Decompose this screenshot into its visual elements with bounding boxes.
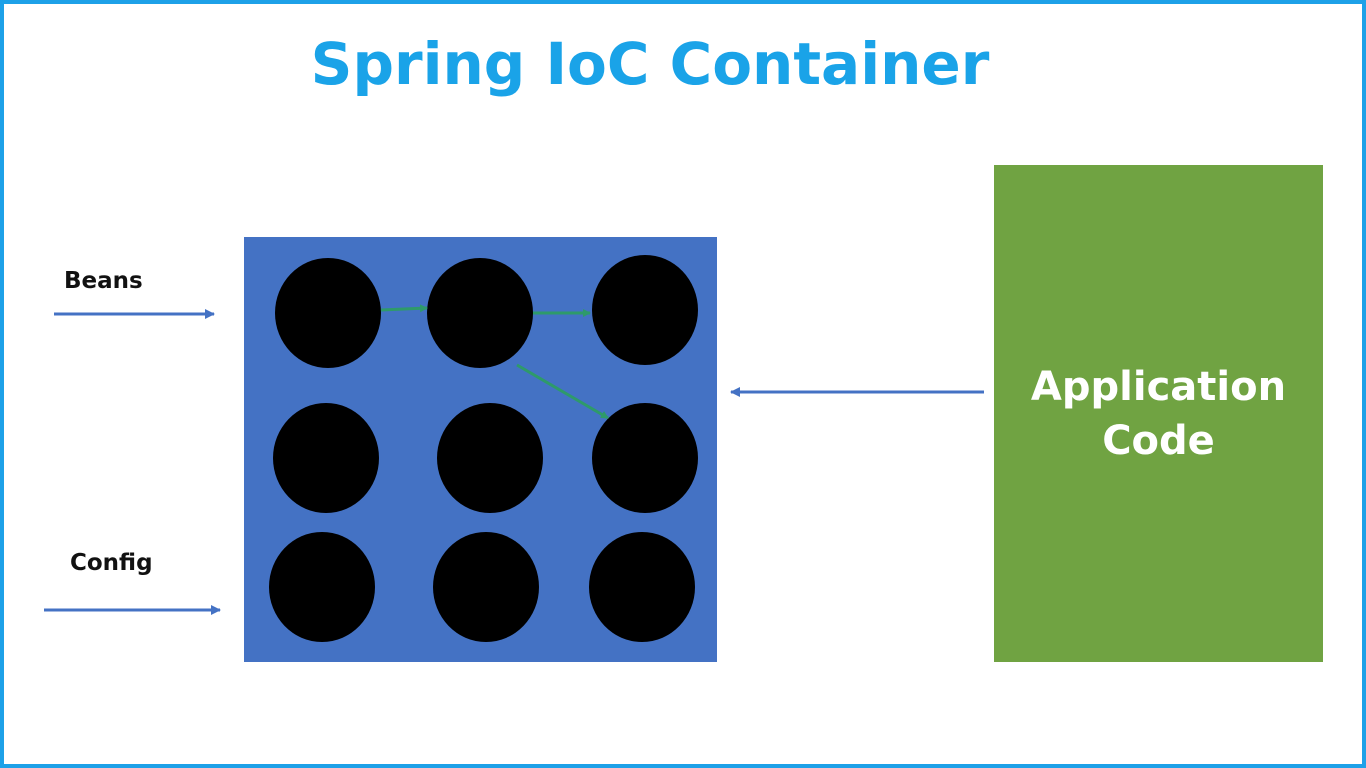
application-code-label: Application Code — [1009, 360, 1309, 468]
application-label-line1: Application — [1030, 363, 1287, 410]
application-code-box: Application Code — [994, 165, 1323, 662]
beans-label: Beans — [64, 268, 143, 294]
application-label-line2: Code — [1102, 417, 1215, 464]
ioc-container-box — [244, 237, 717, 662]
page-title: Spring IoC Container — [310, 30, 990, 98]
config-label: Config — [70, 550, 153, 576]
